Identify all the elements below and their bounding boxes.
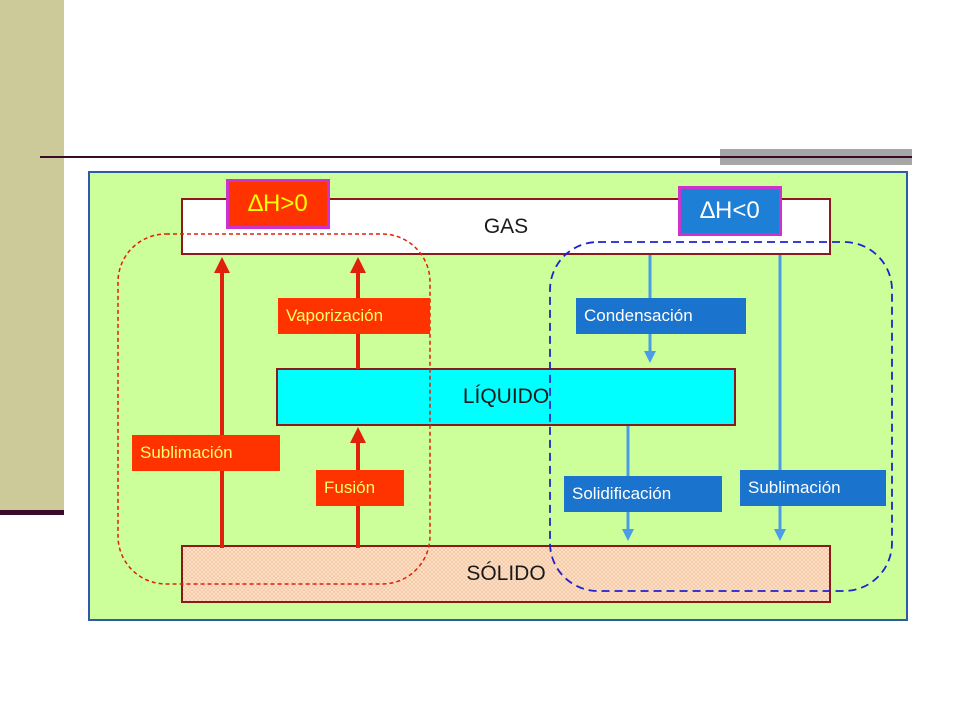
fusion-label: Fusión: [316, 470, 404, 506]
solid-state-label: SÓLIDO: [466, 562, 546, 585]
enthalpy-negative-label: ∆H<0: [700, 197, 760, 224]
slide-title-rule: [40, 156, 912, 158]
enthalpy-positive-badge: ∆H>0: [226, 179, 330, 229]
sublimation-up-label: Sublimación: [132, 435, 280, 471]
exothermic-region: [549, 241, 893, 592]
vaporization-label: Vaporización: [278, 298, 430, 334]
sublimation-down-label: Sublimación: [740, 470, 886, 506]
liquid-state-box: LÍQUIDO: [276, 368, 736, 426]
endothermic-region: [117, 233, 431, 585]
enthalpy-negative-badge: ∆H<0: [678, 186, 782, 236]
slide-left-bar: [0, 0, 64, 512]
solidification-label: Solidificación: [564, 476, 722, 512]
slide-left-bar-rule: [0, 510, 64, 515]
enthalpy-positive-label: ∆H>0: [248, 190, 308, 217]
condensation-label: Condensación: [576, 298, 746, 334]
phase-change-diagram: GAS LÍQUIDO SÓLIDO ∆H>0 ∆H<0 Vaporizació…: [88, 171, 908, 621]
slide-title-accent: [720, 149, 912, 165]
process-arrows: [117, 233, 893, 592]
gas-state-label: GAS: [483, 214, 529, 238]
liquid-state-label: LÍQUIDO: [462, 385, 550, 408]
solid-state-box: SÓLIDO: [181, 545, 831, 603]
